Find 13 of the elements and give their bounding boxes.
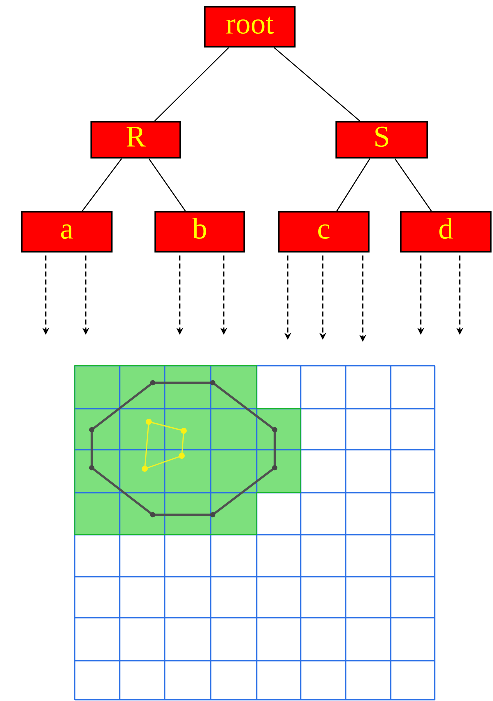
tree-node-box: b: [154, 211, 246, 253]
tree-node-box: root: [204, 6, 296, 48]
tree-edge: [336, 158, 371, 212]
tree-edge: [154, 47, 230, 122]
tree-node-box: R: [90, 121, 182, 159]
tree-edge: [82, 158, 122, 212]
tree-node-box: a: [21, 211, 113, 253]
tree-node-box: c: [278, 211, 370, 253]
tree-edge: [394, 158, 432, 212]
tree-node-box: d: [400, 211, 492, 253]
tree-node-box: S: [336, 121, 428, 159]
tree-edge: [148, 158, 186, 212]
tree-edge: [274, 47, 361, 122]
